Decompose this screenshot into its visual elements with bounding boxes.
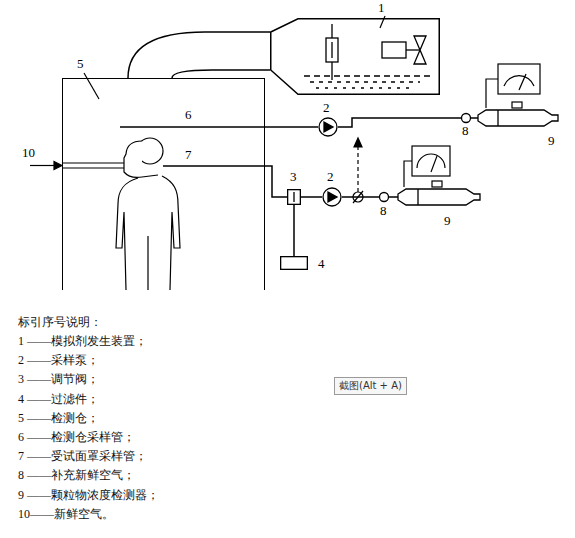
callout-number: 10: [22, 146, 35, 160]
detector-knob: [512, 102, 522, 108]
meter-needle: [431, 156, 437, 172]
pipe-line: [342, 196, 379, 198]
detector-body: [417, 189, 418, 205]
leader-line: [84, 73, 99, 99]
supply-duct: [128, 32, 270, 78]
legend-text: 5 ——检测仓；: [18, 411, 99, 425]
pump-outline: [322, 187, 342, 207]
pipe-line: [471, 117, 478, 119]
pipe-line: [265, 166, 287, 197]
legend-text: 1 ——模拟剂发生装置；: [18, 334, 147, 348]
air-inlet: 8: [461, 113, 471, 123]
detector-body: [398, 189, 480, 205]
sample-tube: [163, 165, 265, 167]
fan-shaft: [406, 49, 420, 50]
legend-text: 7 ——受试面罩采样管；: [18, 449, 147, 463]
junction-circle: [462, 114, 471, 123]
meter-wire: [404, 161, 412, 187]
filter-body: [281, 257, 308, 270]
filter-outline: [280, 256, 308, 270]
legend-text: 8 ——补充新鲜空气；: [18, 468, 135, 482]
gen-outline: [270, 18, 440, 95]
air-inlet: 8: [379, 192, 389, 202]
meter: [498, 64, 540, 94]
heater: [326, 38, 338, 62]
junc-outline: [379, 192, 389, 202]
legend-text: 6 ——检测仓采样管；: [18, 430, 135, 444]
heater: [331, 42, 332, 58]
person-body: [116, 175, 180, 290]
pump-outline: [318, 117, 338, 137]
callout-number: 6: [185, 108, 192, 122]
tooltip-text: 截图(Alt + A): [334, 377, 407, 395]
fan-blade: [414, 36, 426, 64]
detector-body: [497, 110, 498, 126]
detector-body: [478, 110, 558, 126]
air-tube: [62, 162, 124, 163]
fan-motor: [382, 42, 406, 58]
meter-scale: [504, 76, 534, 86]
pipe-line: [265, 126, 318, 128]
pipe-line: [293, 205, 295, 256]
legend-text: 4 ——过滤件；: [18, 392, 99, 406]
valve-body: [293, 192, 294, 202]
det-outline: [398, 187, 480, 207]
callout-number: 9: [548, 134, 555, 148]
sampling-pump: 2: [318, 117, 338, 137]
junction-circle: [380, 193, 389, 202]
pump-symbol: [319, 118, 337, 136]
callout-number: 3: [290, 170, 297, 184]
callout-number: 8: [462, 124, 469, 138]
meter-needle: [519, 74, 526, 90]
filter-element: 4: [280, 256, 308, 270]
face-mask: [124, 141, 142, 177]
valve-outline: [287, 189, 301, 205]
callout-number: 1: [378, 1, 385, 15]
legend-text: 标引序号说明：: [18, 315, 102, 329]
test-chamber: 5: [62, 78, 265, 290]
pipe-line: [301, 196, 322, 198]
callout-number: 7: [185, 148, 192, 162]
callout-number: 4: [318, 257, 325, 271]
arrow-head: [54, 162, 62, 170]
pipe-line: [389, 196, 398, 198]
legend-text: 9 ——颗粒物浓度检测器；: [18, 488, 159, 502]
legend-text: 3 ——调节阀；: [18, 372, 99, 386]
junc-outline: [461, 113, 471, 123]
sampling-pump: 2: [322, 187, 342, 207]
pump-symbol: [324, 122, 333, 132]
callout-number: 2: [327, 170, 334, 184]
pump-symbol: [328, 192, 337, 202]
generator-housing: [271, 19, 440, 95]
leader-line: [380, 16, 385, 28]
callout-number: 8: [380, 204, 387, 218]
pump-symbol: [323, 188, 341, 206]
det-outline: [478, 108, 558, 128]
detector-knob: [432, 181, 442, 187]
air-tube: [62, 167, 124, 168]
sample-tube: [120, 126, 265, 128]
meter-scale: [417, 154, 445, 168]
arrow-head: [354, 138, 362, 147]
pipe-line: [338, 118, 461, 127]
legend-text: 10——新鲜空气。: [18, 507, 114, 521]
liquid-level: [304, 75, 430, 76]
dashed-line: [357, 147, 358, 192]
particle-detector: 9: [478, 108, 558, 128]
valve-body: [288, 190, 301, 205]
heater-rod: [331, 24, 332, 80]
liquid-level: [316, 87, 410, 88]
regulating-valve: 3: [287, 189, 301, 205]
callout-number: 5: [77, 57, 84, 71]
generator-unit: 1: [270, 18, 440, 95]
callout-number: 9: [444, 214, 451, 228]
callout-number: 2: [323, 101, 330, 115]
legend-text: 2 ——采样泵；: [18, 353, 99, 367]
meter: [412, 146, 450, 176]
liquid-level: [310, 81, 420, 82]
particle-detector: 9: [398, 187, 480, 207]
meter-wire: [486, 79, 498, 108]
air-arrow: [30, 165, 55, 166]
